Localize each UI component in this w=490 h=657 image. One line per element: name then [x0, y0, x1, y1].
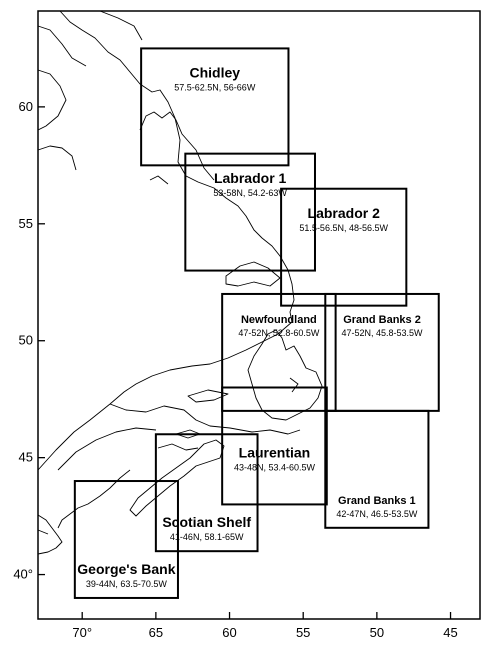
- map-frame: [37, 10, 481, 620]
- region-name: Labrador 1: [214, 170, 287, 186]
- lon-tick-label: 65: [149, 625, 163, 640]
- region-name: Grand Banks 1: [338, 495, 416, 507]
- lon-tick-label: 70°: [72, 625, 92, 640]
- coastline: [37, 10, 323, 555]
- study-regions: Chidley 57.5-62.5N, 56-66W Labrador 1 53-58…: [73, 47, 440, 599]
- lat-tick-label: 50: [19, 333, 33, 348]
- region-grand-banks-1: Grand Banks 1 42-47N, 46.5-53.5W: [324, 409, 430, 529]
- region-box: [221, 292, 337, 412]
- region-name: Newfoundland: [241, 314, 317, 326]
- lat-tick-label: 40°: [13, 567, 33, 582]
- lat-tick-label: 60: [19, 99, 33, 114]
- region-name: Chidley: [190, 65, 241, 81]
- lon-tick-label: 50: [370, 625, 384, 640]
- region-range: 47-52N, 45.8-53.5W: [341, 328, 423, 338]
- region-box: [184, 152, 316, 272]
- longitude-axis: 70° 65 60 55 50 45: [72, 612, 458, 640]
- region-range: 53-58N, 54.2-63W: [213, 188, 287, 198]
- region-scotian-shelf: Scotian Shelf 41-46N, 58.1-65W: [154, 433, 259, 553]
- lon-tick-label: 45: [443, 625, 457, 640]
- region-box: [73, 480, 179, 599]
- region-labrador-1: Labrador 1 53-58N, 54.2-63W: [184, 152, 316, 272]
- region-range: 39-44N, 63.5-70.5W: [86, 579, 168, 589]
- region-box: [324, 409, 430, 529]
- lon-tick-label: 60: [222, 625, 236, 640]
- region-range: 51.5-56.5N, 48-56.5W: [299, 223, 388, 233]
- region-chidley: Chidley 57.5-62.5N, 56-66W: [140, 47, 290, 167]
- region-georges-bank: George's Bank 39-44N, 63.5-70.5W: [73, 480, 179, 599]
- lat-tick-label: 45: [19, 450, 33, 465]
- region-box: [140, 47, 290, 167]
- region-range: 42-47N, 46.5-53.5W: [336, 509, 418, 519]
- region-range: 47-52N, 52.8-60.5W: [238, 328, 320, 338]
- lat-tick-label: 55: [19, 216, 33, 231]
- region-range: 43-48N, 53.4-60.5W: [234, 463, 316, 473]
- region-range: 41-46N, 58.1-65W: [170, 532, 244, 542]
- lon-tick-label: 55: [296, 625, 310, 640]
- region-name: Grand Banks 2: [343, 314, 421, 326]
- latitude-axis: 60 55 50 45 40°: [13, 99, 45, 582]
- region-box: [154, 433, 259, 553]
- region-newfoundland: Newfoundland 47-52N, 52.8-60.5W: [221, 292, 337, 412]
- region-labrador-2: Labrador 2 51.5-56.5N, 48-56.5W: [280, 187, 408, 307]
- region-name: Scotian Shelf: [162, 514, 251, 530]
- region-box: [280, 187, 408, 307]
- region-box: [221, 386, 328, 506]
- region-name: Labrador 2: [308, 205, 381, 221]
- region-name: Laurentian: [239, 445, 311, 461]
- region-range: 57.5-62.5N, 56-66W: [174, 83, 256, 93]
- region-name: George's Bank: [77, 561, 175, 577]
